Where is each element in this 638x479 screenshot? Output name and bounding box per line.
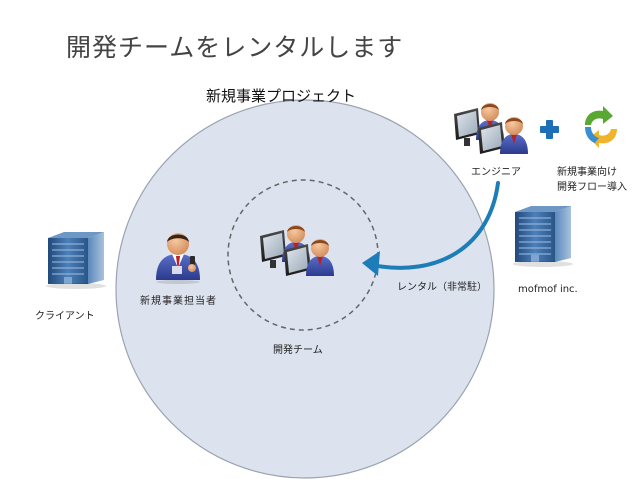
recycle-arrows-icon xyxy=(585,106,617,148)
dev-team-engineers-icon xyxy=(260,225,334,276)
engineer-label: エンジニア xyxy=(471,167,521,178)
engineer-front-icon xyxy=(306,239,334,276)
project-label: 新規事業プロジェクト xyxy=(206,87,357,105)
monitor-back-icon xyxy=(260,230,286,268)
client-building-icon xyxy=(46,232,106,289)
monitor-front-icon xyxy=(478,122,504,154)
dev-team-label: 開発チーム xyxy=(273,345,323,356)
engineers-icon xyxy=(454,103,528,154)
businessman-phone-icon xyxy=(156,233,200,284)
client-label: クライアント xyxy=(35,311,95,322)
rental-arrow xyxy=(370,181,500,270)
plus-icon xyxy=(540,120,559,139)
engineer-front-icon xyxy=(500,117,528,154)
company-building-icon xyxy=(513,206,573,267)
dev-flow-label: 新規事業向け xyxy=(557,167,617,178)
dev-flow-label-2: 開発フロー導入 xyxy=(557,182,627,193)
monitor-back-icon xyxy=(454,108,480,146)
monitor-front-icon xyxy=(284,244,310,276)
rental-label: レンタル（非常駐） xyxy=(397,282,487,293)
project-circle xyxy=(115,99,495,479)
page-title: 開発チームをレンタルします xyxy=(66,33,404,62)
business-manager-label: 新規事業担当者 xyxy=(140,296,217,307)
rental-arrowhead xyxy=(362,251,380,276)
company-label: mofmof inc. xyxy=(518,284,578,295)
